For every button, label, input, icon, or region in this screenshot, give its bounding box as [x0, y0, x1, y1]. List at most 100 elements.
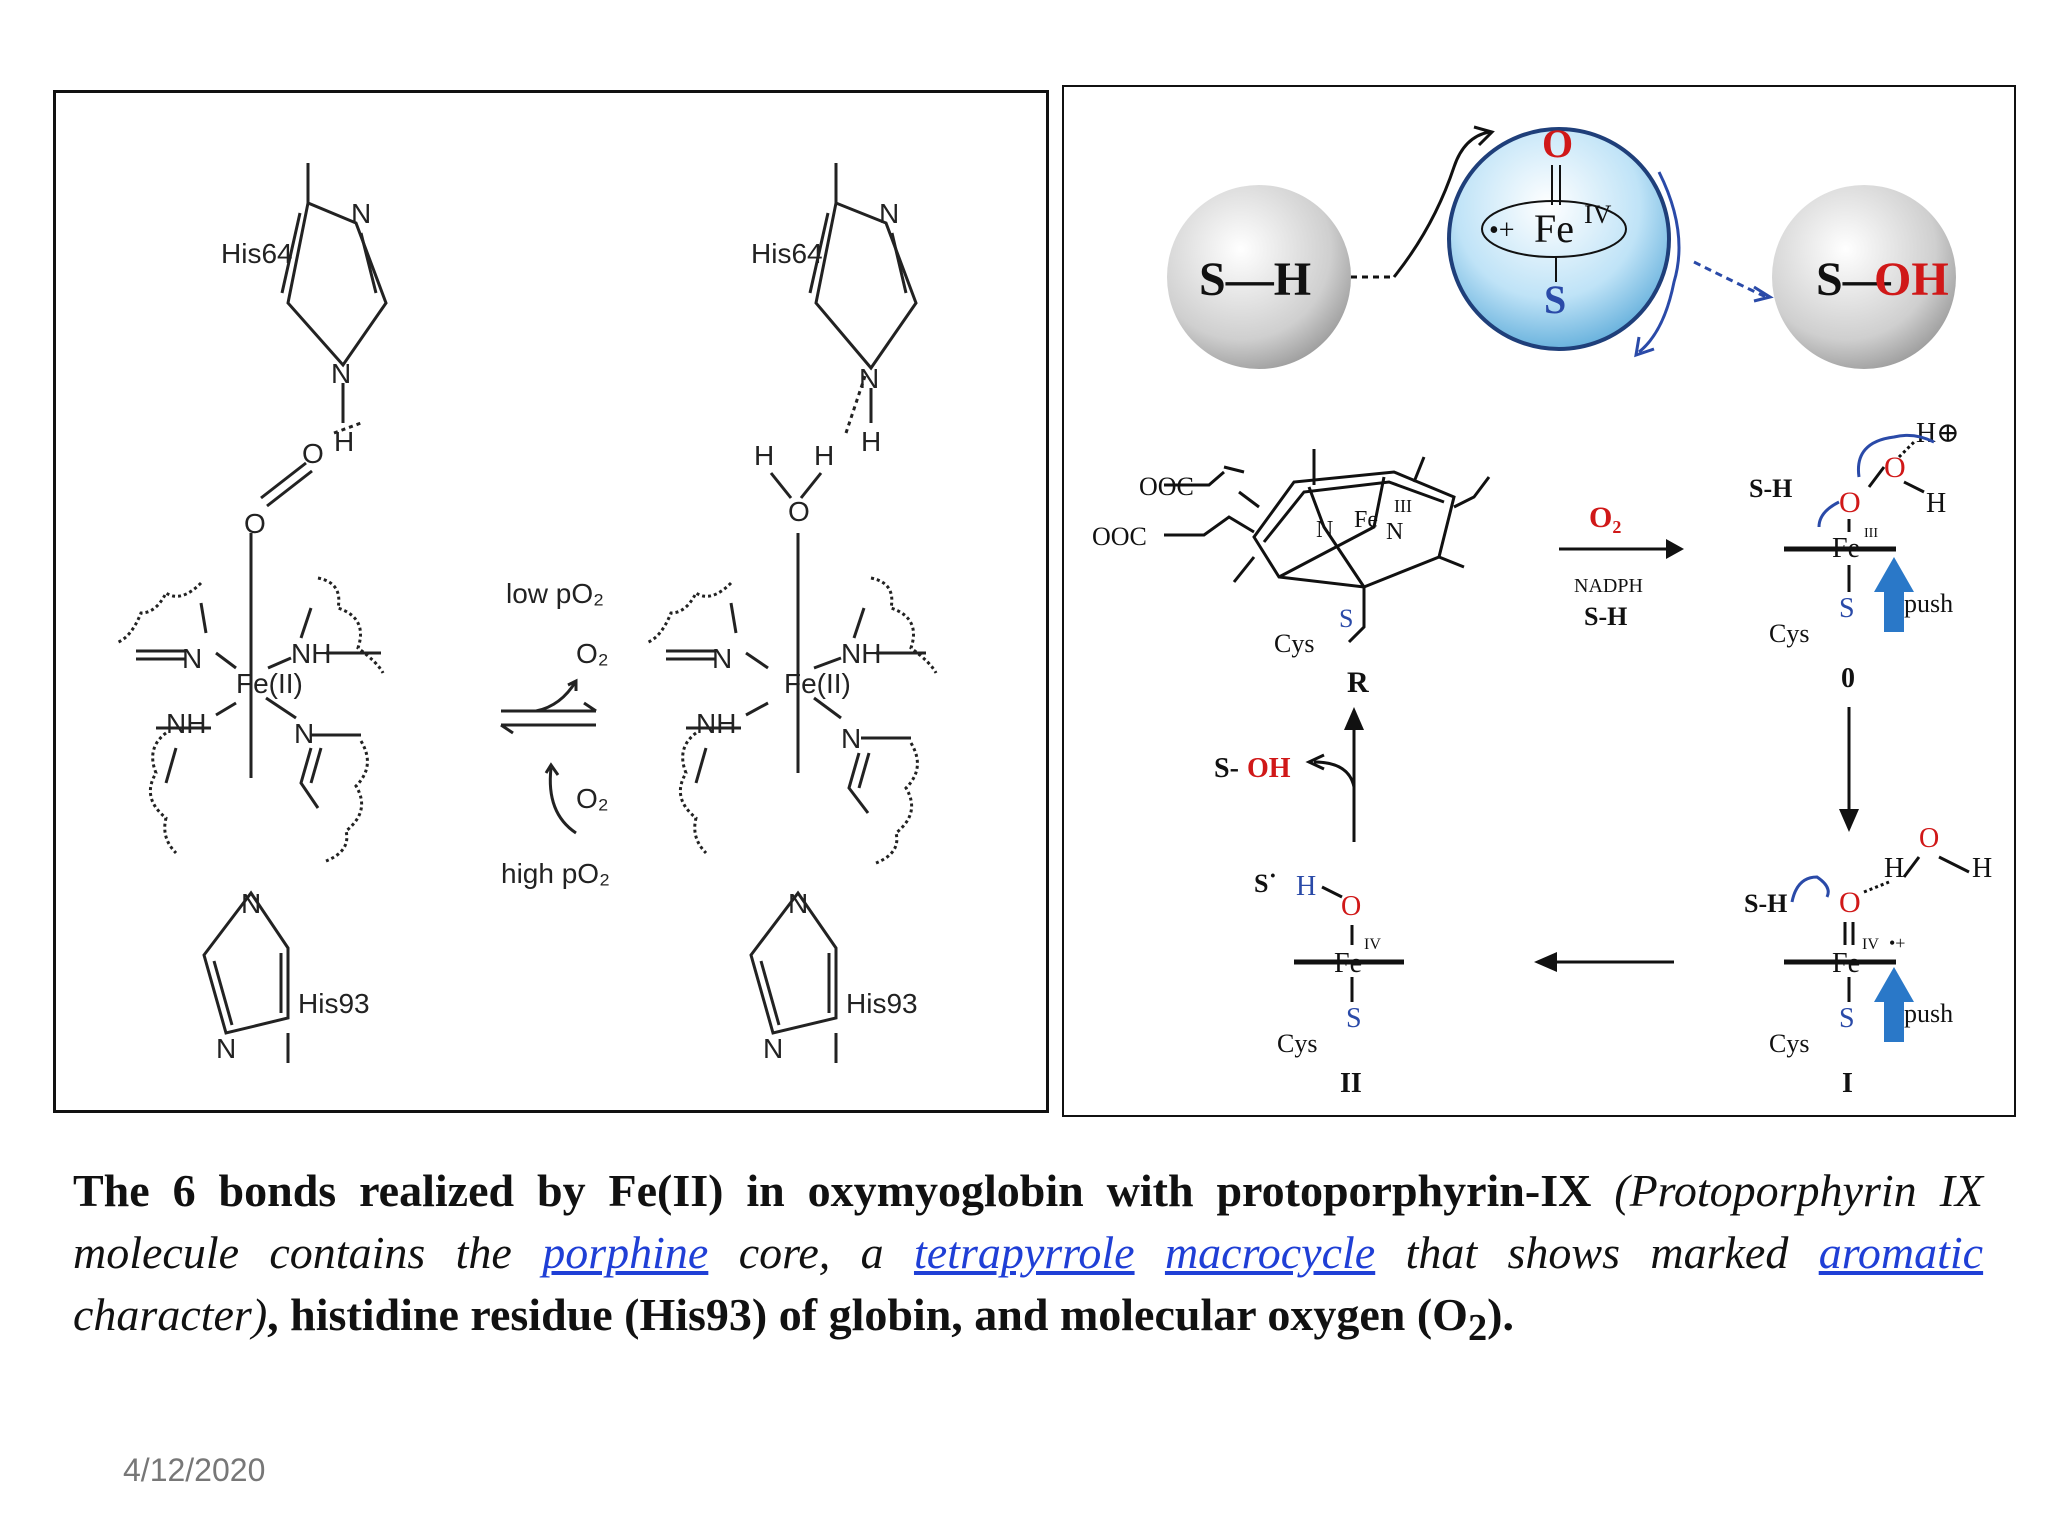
porph-n-right-r: N [841, 723, 861, 754]
water-h-i-right: H [1972, 853, 1992, 884]
caption-part-3: core, a [738, 1227, 884, 1278]
iv-superscript: IV [1584, 200, 1612, 229]
caption-part-4: that shows marked [1405, 1227, 1789, 1278]
s-part-label: S— [1816, 253, 1892, 306]
zero-label: 0 [1841, 663, 1855, 694]
product-sphere [1772, 185, 1956, 369]
porphine-link[interactable]: porphine [542, 1227, 709, 1278]
caption-part-2: (Protoporphyrin IX molecule contains the [73, 1165, 1983, 1278]
h-0-label: H [1926, 488, 1946, 519]
coo-top-label: OOC [1139, 472, 1194, 501]
porph-n-1: N [1316, 517, 1333, 543]
h-ii-label: H [1296, 871, 1316, 902]
iv-ii-label: IV [1364, 936, 1381, 953]
thiolate-s-label: S [1544, 277, 1566, 322]
his93-right-n-top: N [788, 888, 808, 919]
compound-i-sphere [1447, 127, 1671, 351]
push-i-label: push [1904, 999, 1953, 1028]
his93-right-label: His93 [846, 988, 918, 1019]
porph-nh-right: NH [291, 638, 331, 669]
o-0-top: O [1884, 451, 1906, 484]
push-arrow-i [1874, 967, 1914, 1042]
fe-left-label: Fe(II) [236, 668, 303, 699]
o2-in-label: O₂ [576, 783, 609, 814]
water-h-left: H [754, 440, 774, 471]
o-ii-label: O [1341, 891, 1361, 922]
his93-right-n-bottom: N [763, 1033, 783, 1064]
p450-cycle-svg: S—H S— OH O •+ Fe IV S [1092, 121, 1992, 1099]
his64-label: His64 [221, 238, 293, 269]
push-0-label: push [1904, 589, 1953, 618]
porph-iii: III [1394, 496, 1412, 516]
radical-i-label: •+ [1889, 933, 1905, 953]
h-plus-label: H⊕ [1916, 418, 1960, 449]
caption-subscript: 2 [1467, 1307, 1488, 1350]
sh-reagent-label: S-H [1584, 602, 1627, 631]
tetrapyrrole-link[interactable]: tetrapyrrole [913, 1227, 1135, 1278]
one-label: I [1842, 1068, 1853, 1099]
porph-n-right: N [294, 718, 314, 749]
low-po2-label: low pO₂ [506, 578, 604, 609]
porph-n-2: N [1386, 519, 1403, 545]
o-i-label: O [1839, 886, 1861, 919]
porph-fe-r: Fe [1354, 507, 1378, 533]
fe-iv-label: Fe [1534, 206, 1574, 251]
his64-nh-label: N [331, 358, 351, 389]
water-h-i-left: H [1884, 853, 1904, 884]
soh-oh-label: OH [1247, 753, 1291, 784]
aromatic-link[interactable]: aromatic [1818, 1227, 1984, 1278]
water-o-i: O [1919, 823, 1939, 854]
cys-ii-label: Cys [1277, 1029, 1317, 1058]
water-o: O [788, 496, 810, 527]
s-r-label: S [1339, 604, 1353, 633]
porph-nh-left-r: NH [696, 708, 736, 739]
his93-label: His93 [298, 988, 370, 1019]
o2-o-top-label: O [302, 438, 324, 469]
radical-cation-label: •+ [1489, 215, 1515, 246]
o-0-bottom: O [1839, 486, 1861, 519]
coo-bottom-label: OOC [1092, 522, 1147, 551]
binding-equilibrium-svg: His64 N N H O O N Fe(II) NH NH N N N His… [115, 163, 938, 1064]
sh-i-label: S-H [1744, 889, 1787, 918]
his64-right-h: H [861, 426, 881, 457]
o2-reagent-label: O₂ [1589, 501, 1621, 534]
o2-out-label: O₂ [576, 638, 609, 669]
his64-right-n-top: N [879, 198, 899, 229]
his93-n-bottom: N [216, 1033, 236, 1064]
s-ii-label: S [1346, 1003, 1362, 1034]
s-0-label: S [1839, 593, 1855, 624]
two-label: II [1340, 1068, 1362, 1099]
his64-right-n: N [859, 363, 879, 394]
soh-s-label: S- [1214, 753, 1239, 784]
fe-right-label: Fe(II) [784, 668, 851, 699]
porph-nh-right-r: NH [841, 638, 881, 669]
porph-n-left-r: N [712, 643, 732, 674]
caption-part-6: , histidine residue (His93) of globin, a… [267, 1289, 1468, 1340]
cys-i-label: Cys [1769, 1029, 1809, 1058]
figure-caption: The 6 bonds realized by Fe(II) in oxymyo… [73, 1160, 1983, 1359]
slide-date: 4/12/2020 [123, 1452, 266, 1488]
sh-0-label: S-H [1749, 474, 1792, 503]
his64-n-label: N [351, 198, 371, 229]
his93-n-top: N [241, 888, 261, 919]
porph-n-left: N [182, 643, 202, 674]
r-label: R [1347, 666, 1369, 699]
caption-part-5: character) [73, 1289, 268, 1340]
oh-label: OH [1874, 253, 1949, 306]
his64-right-label: His64 [751, 238, 823, 269]
caption-part-7: ). [1487, 1289, 1514, 1340]
caption-part-1: The 6 bonds realized by Fe(II) in oxymyo… [73, 1165, 1592, 1216]
o2-o-bottom-label: O [244, 508, 266, 539]
myoglobin-binding-diagram: His64 N N H O O N Fe(II) NH NH N N N His… [53, 90, 1049, 1113]
cys-0-label: Cys [1769, 619, 1809, 648]
cys-r-label: Cys [1274, 629, 1314, 658]
s-i-label: S [1839, 1003, 1855, 1034]
s-radical-label: S˙ [1254, 869, 1277, 898]
porphyrin-r-structure [1164, 449, 1491, 644]
his64-h-label: H [334, 426, 354, 457]
push-arrow-0 [1874, 557, 1914, 632]
water-h-right: H [814, 440, 834, 471]
iii-0-label: III [1864, 526, 1878, 541]
nadph-label: NADPH [1574, 575, 1643, 597]
macrocycle-link[interactable]: macrocycle [1164, 1227, 1376, 1278]
